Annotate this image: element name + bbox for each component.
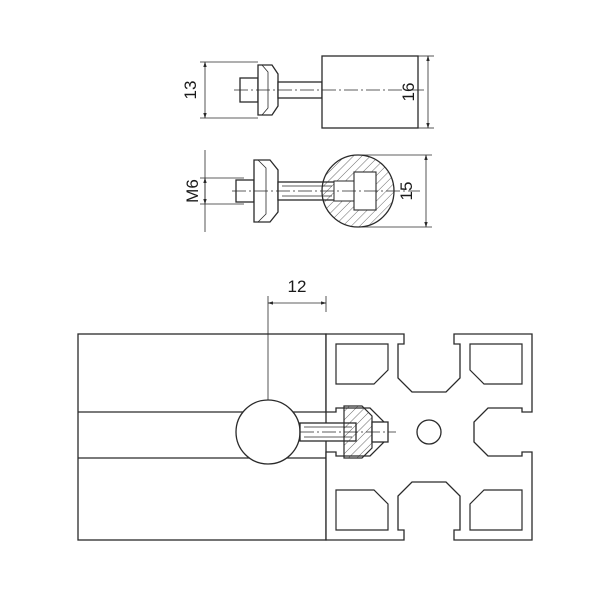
assembly-view: 12 (77, 277, 533, 541)
dim-offset: 12 (288, 277, 307, 296)
dim-nut-height: 13 (181, 81, 200, 100)
dim-thread: M6 (183, 179, 202, 203)
dim-nut-length: 16 (399, 83, 418, 102)
connector-top-view: 13 16 (181, 55, 434, 129)
dim-ball-diameter: 15 (397, 182, 416, 201)
connector-ball-view: M6 15 (183, 150, 432, 232)
